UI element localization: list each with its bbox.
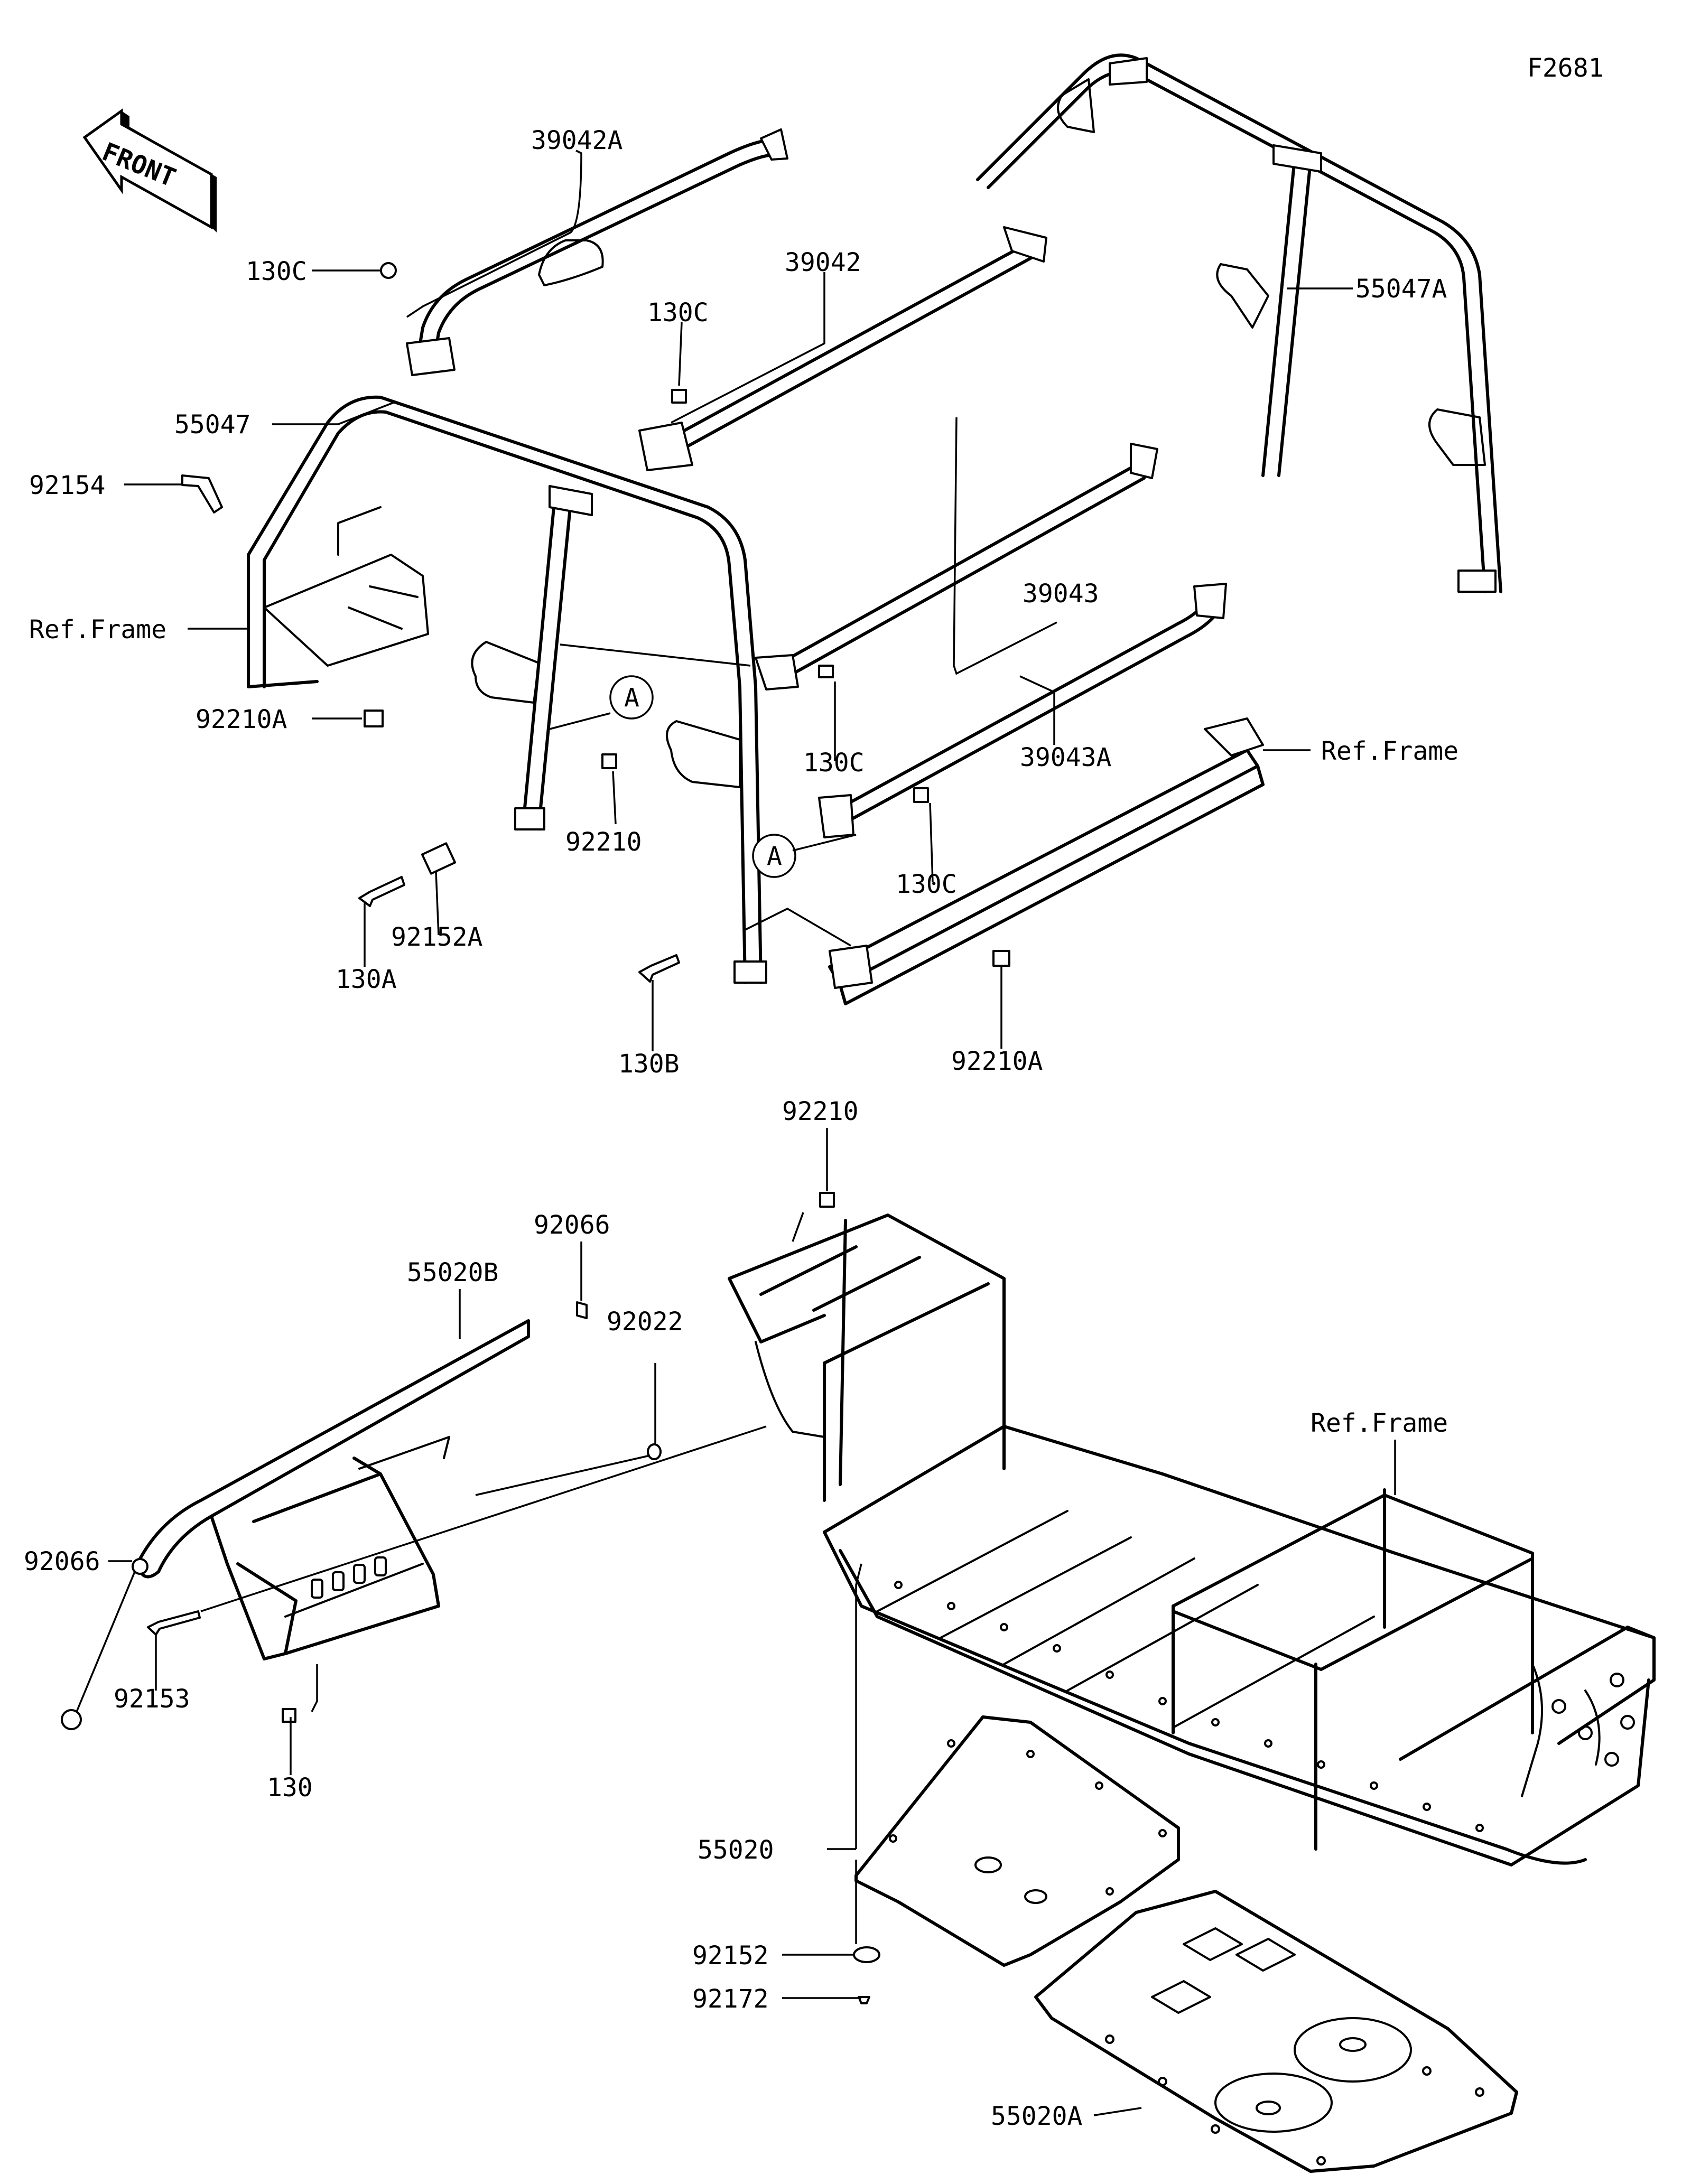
label-39042: 39042 [785, 248, 861, 277]
nut-92210A-a [364, 710, 384, 727]
nut-92210A-b [992, 950, 1010, 967]
nut-92210-a [601, 753, 617, 769]
bolt-130C-a [380, 262, 397, 279]
collar-92152A [421, 842, 457, 875]
part-55020B [132, 1319, 530, 1660]
label-130C-a: 130C [246, 257, 307, 286]
bolt-92154 [181, 474, 223, 514]
bolt-92153 [147, 1610, 201, 1636]
part-55020 [854, 1715, 1180, 1967]
plug-92066-b [61, 1709, 82, 1730]
label-130: 130 [267, 1773, 313, 1803]
label-92153: 92153 [114, 1684, 190, 1714]
leader-lines [76, 150, 1396, 2116]
part-39042 [638, 226, 1047, 471]
figure-id: F2681 [1527, 53, 1604, 83]
label-130A: 130A [336, 965, 397, 994]
label-55020: 55020 [698, 1835, 774, 1865]
side-frame-rail [828, 717, 1265, 1005]
part-39042A [406, 128, 788, 376]
label-92152: 92152 [692, 1941, 769, 1971]
washer-92022 [647, 1443, 662, 1460]
nut-130 [282, 1708, 296, 1723]
bolt-130B [638, 954, 680, 983]
label-130C-c: 130C [803, 748, 865, 778]
label-92172: 92172 [692, 1984, 769, 2014]
clip-92066-a [576, 1301, 588, 1319]
label-130C-b: 130C [647, 298, 709, 328]
part-55047 [247, 395, 767, 984]
front-arrow-icon: FRONT [82, 108, 217, 232]
callout-A-lower: A [752, 834, 796, 878]
label-92210A-b: 92210A [951, 1047, 1043, 1076]
part-55020A [1034, 1890, 1518, 2173]
label-92210-b: 92210 [782, 1097, 859, 1126]
bolt-130C-c [818, 665, 834, 678]
label-92210-a: 92210 [565, 827, 642, 857]
label-ref-frame-a: Ref.Frame [29, 615, 166, 645]
label-55047A: 55047A [1355, 274, 1447, 304]
label-ref-frame-c: Ref.Frame [1311, 1408, 1448, 1438]
label-92152A: 92152A [391, 922, 482, 952]
label-92066-a: 92066 [534, 1210, 610, 1240]
nut-92210-b [819, 1192, 835, 1208]
front-frame-bracket [247, 506, 429, 688]
label-130B: 130B [618, 1049, 680, 1079]
bolt-130A [358, 876, 405, 907]
label-39042A: 39042A [531, 126, 622, 155]
label-92066-b: 92066 [24, 1547, 100, 1576]
part-39043A [818, 583, 1227, 838]
bolt-130C-b [671, 389, 687, 404]
label-92154: 92154 [29, 471, 106, 500]
part-39043 [755, 443, 1158, 690]
label-92210A-a: 92210A [196, 705, 287, 734]
callout-A-upper-label: A [624, 683, 639, 713]
label-55047: 55047 [174, 410, 251, 440]
grommet-92152 [853, 1946, 880, 1963]
label-39043A: 39043A [1020, 743, 1111, 772]
label-130C-d: 130C [896, 870, 957, 899]
label-ref-frame-b: Ref.Frame [1321, 736, 1458, 766]
label-92022: 92022 [607, 1307, 683, 1337]
bolt-130C-d [913, 787, 929, 803]
label-55020A: 55020A [991, 2102, 1082, 2131]
part-55047A [976, 53, 1502, 593]
label-39043: 39043 [1023, 579, 1099, 609]
label-55020B: 55020B [407, 1258, 498, 1287]
callout-A-upper: A [609, 675, 654, 720]
main-frame [728, 1214, 1656, 1866]
callout-A-lower-label: A [767, 842, 782, 871]
